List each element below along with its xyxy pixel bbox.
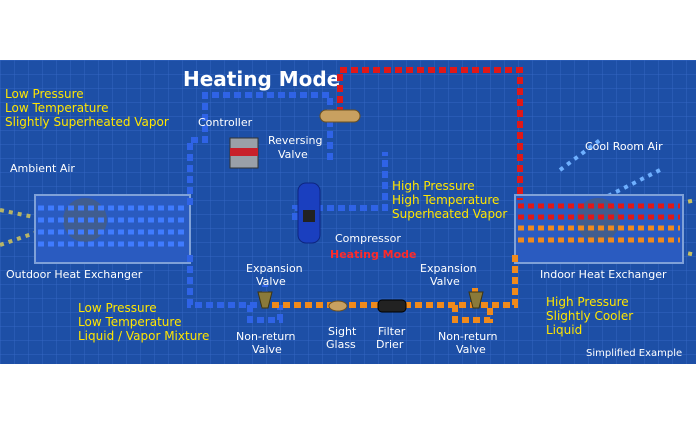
expansion-valve-right-label: Expansion Valve [420, 262, 477, 288]
svg-text:High Pressure: High Pressure [392, 179, 475, 193]
svg-text:Valve: Valve [252, 343, 282, 356]
svg-text:Liquid / Vapor Mixture: Liquid / Vapor Mixture [78, 329, 209, 343]
compressor-label: Compressor [335, 232, 401, 245]
diagram-title: Heating Mode [183, 67, 340, 91]
cool-room-air-label: Cool Room Air [585, 140, 663, 153]
svg-text:Low Pressure: Low Pressure [5, 87, 84, 101]
svg-text:Reversing: Reversing [268, 134, 322, 147]
filter-drier-icon [377, 299, 407, 313]
high-pressure-liquid-label: High Pressure Slightly Cooler Liquid [546, 295, 633, 337]
heat-pump-diagram: Heating Mode [0, 60, 696, 364]
svg-text:Low Pressure: Low Pressure [78, 301, 157, 315]
svg-text:Low Temperature: Low Temperature [78, 315, 181, 329]
reversing-valve-label: Reversing Valve [268, 134, 322, 161]
outdoor-heat-exchanger [34, 194, 191, 264]
svg-text:Valve: Valve [430, 275, 460, 288]
svg-text:Non-return: Non-return [236, 330, 296, 343]
sight-glass-icon [328, 300, 348, 312]
sight-glass-label: Sight Glass [326, 325, 357, 351]
non-return-valve-left-label: Non-return Valve [236, 330, 296, 356]
non-return-valve-right-label: Non-return Valve [438, 330, 498, 356]
expansion-valve-left-label: Expansion Valve [246, 262, 303, 288]
reversing-valve-icon [319, 109, 361, 123]
svg-text:Slightly Superheated Vapor: Slightly Superheated Vapor [5, 115, 169, 129]
low-pressure-vapor-label: Low Pressure Low Temperature Slightly Su… [5, 87, 169, 129]
controller-box-icon [229, 137, 259, 169]
svg-text:Valve: Valve [456, 343, 486, 356]
svg-text:Valve: Valve [256, 275, 286, 288]
svg-text:Low Temperature: Low Temperature [5, 101, 108, 115]
indoor-heat-exchanger [514, 194, 684, 264]
svg-text:Slightly Cooler: Slightly Cooler [546, 309, 633, 323]
low-pressure-vapor-pipe [187, 92, 388, 220]
svg-text:Filter: Filter [378, 325, 406, 338]
indoor-hx-label: Indoor Heat Exchanger [540, 268, 667, 281]
svg-text:High Temperature: High Temperature [392, 193, 499, 207]
controller-label: Controller [198, 116, 253, 129]
svg-text:Sight: Sight [328, 325, 357, 338]
svg-text:Expansion: Expansion [420, 262, 477, 275]
svg-text:Drier: Drier [376, 338, 404, 351]
svg-text:Valve: Valve [278, 148, 308, 161]
svg-text:High Pressure: High Pressure [546, 295, 629, 309]
filter-drier-label: Filter Drier [376, 325, 406, 351]
footer-label: Simplified Example [586, 348, 682, 359]
expansion-valve-right-icon [468, 291, 484, 309]
svg-text:Expansion: Expansion [246, 262, 303, 275]
expansion-valve-left-icon [257, 291, 273, 309]
svg-text:Glass: Glass [326, 338, 356, 351]
outdoor-hx-label: Outdoor Heat Exchanger [6, 268, 143, 281]
svg-text:Superheated Vapor: Superheated Vapor [392, 207, 507, 221]
compressor-icon [297, 182, 321, 244]
svg-text:Non-return: Non-return [438, 330, 498, 343]
high-pressure-vapor-label: High Pressure High Temperature Superheat… [392, 179, 507, 221]
ambient-air-label: Ambient Air [10, 162, 75, 175]
heating-mode-watermark: Heating Mode [330, 248, 417, 261]
low-pressure-mixture-label: Low Pressure Low Temperature Liquid / Va… [78, 301, 209, 343]
fan-icon [576, 198, 620, 242]
svg-text:Liquid: Liquid [546, 323, 582, 337]
